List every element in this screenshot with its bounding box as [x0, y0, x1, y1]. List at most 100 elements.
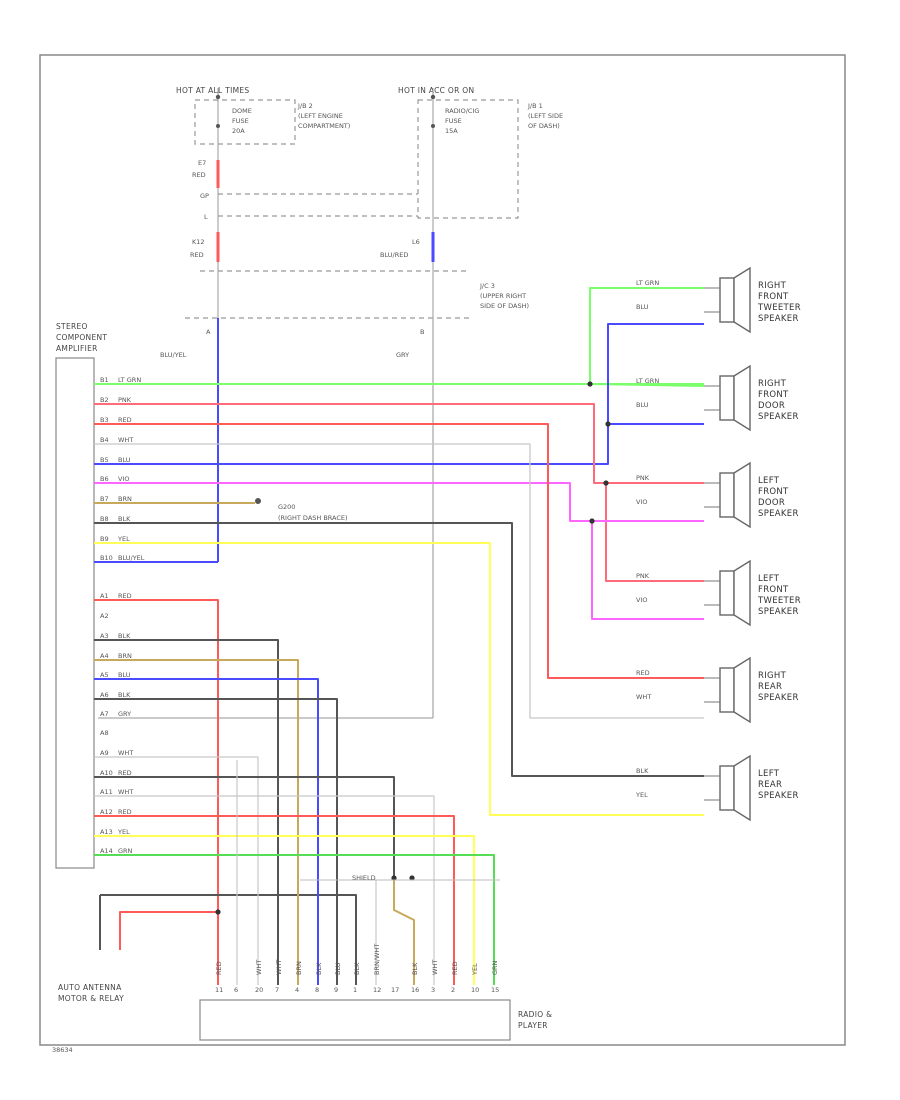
wire-a4-brn [94, 659, 299, 985]
l6-blu-red-label: L6 BLU/RED [380, 238, 420, 259]
amp-pin-b8: B8 [100, 515, 109, 523]
wire-a3-blk [94, 639, 279, 985]
svg-text:AUTO ANTENNA: AUTO ANTENNA [58, 983, 122, 992]
radio-player-box [199, 999, 511, 1041]
speaker-name-line: DOOR [758, 401, 785, 411]
wire-shield-brn [393, 880, 415, 985]
speaker-name-line: SPEAKER [758, 693, 799, 703]
amp-wire-b1: LT GRN [118, 376, 141, 384]
radio-pin-number: 12 [373, 986, 381, 994]
radio-wire-label: BLK [353, 962, 361, 975]
amp-wire-a3: BLK [118, 632, 131, 640]
speaker-cone [733, 559, 751, 627]
svg-text:COMPARTMENT): COMPARTMENT) [298, 122, 350, 130]
antenna-label: AUTO ANTENNA MOTOR & RELAY [58, 983, 124, 1003]
conn-b: B [420, 328, 424, 336]
wire-a9-wht [94, 756, 259, 985]
left-supply-dot [215, 94, 221, 100]
amp-pin-a13: A13 [100, 828, 113, 836]
svg-text:L6: L6 [412, 238, 420, 246]
wire-a11-wht [94, 795, 435, 985]
wire-b8-blk [94, 522, 704, 777]
svg-text:J/C 3: J/C 3 [479, 282, 495, 290]
splice-shield-2 [409, 875, 415, 881]
radio-wire-label: GRN [491, 960, 499, 975]
radio-pin-number: 20 [255, 986, 263, 994]
speaker-name-line: RIGHT [758, 671, 787, 681]
speaker-wire-bottom: BLU [636, 303, 649, 311]
amp-pin-b3: B3 [100, 416, 109, 424]
amp-wire-b9: YEL [117, 535, 130, 543]
amp-pin-a14: A14 [100, 847, 113, 855]
radio-wire-label: BRN [295, 961, 303, 975]
radio-pin-number: 4 [295, 986, 299, 994]
amp-wire-a12: RED [118, 808, 132, 816]
splice-pnk [603, 480, 609, 486]
radio-pin-number: 11 [215, 986, 223, 994]
svg-text:DOME: DOME [232, 107, 252, 115]
right-supply-dot [430, 94, 436, 100]
amp-wire-a5: BLU [118, 671, 131, 679]
amp-wire-b3: RED [118, 416, 132, 424]
speaker-cone [733, 754, 751, 822]
svg-text:FUSE: FUSE [445, 117, 462, 125]
amp-pin-b7: B7 [100, 495, 109, 503]
pin-l: L [204, 213, 208, 221]
radio-label: RADIO & PLAYER [518, 1010, 552, 1030]
svg-text:BLU/RED: BLU/RED [380, 251, 408, 259]
amp-wire-b10: BLU/YEL [118, 554, 145, 562]
amp-wire-a6: BLK [118, 691, 131, 699]
radio-pin-number: 15 [491, 986, 499, 994]
jb2-label: J/B 2 (LEFT ENGINE COMPARTMENT) [297, 102, 350, 130]
speaker-magnet [719, 667, 735, 713]
splice-lt-grn [587, 381, 593, 387]
amp-pin-a7: A7 [100, 710, 109, 718]
speaker-wire-top: PNK [636, 474, 650, 482]
splice-a1-red [215, 909, 221, 915]
speaker-wire-bottom: WHT [636, 693, 651, 701]
amp-pin-a6: A6 [100, 691, 109, 699]
wire-b2-pnk [94, 403, 704, 484]
wire-b5-blu [94, 323, 704, 465]
svg-text:MOTOR & RELAY: MOTOR & RELAY [58, 994, 124, 1003]
wire-b3-red [94, 423, 704, 679]
radio-wire-label: YEL [471, 963, 479, 976]
radio-pin-number: 17 [391, 986, 399, 994]
amp-wire-a10: RED [118, 769, 132, 777]
amplifier-title: STEREO COMPONENT AMPLIFIER [56, 322, 107, 353]
ground-label: G200 (RIGHT DASH BRACE) [278, 503, 348, 522]
splice-vio [589, 518, 595, 524]
amp-pin-b5: B5 [100, 456, 109, 464]
svg-text:RED: RED [192, 171, 206, 179]
wire-pnk-tweeter [605, 483, 704, 582]
splice-shield [391, 875, 397, 881]
speaker-name-line: RIGHT [758, 379, 787, 389]
svg-text:RED: RED [190, 251, 204, 259]
svg-text:15A: 15A [445, 127, 458, 135]
amp-pin-a5: A5 [100, 671, 109, 679]
svg-text:SIDE OF DASH): SIDE OF DASH) [480, 302, 529, 310]
jc3-label: J/C 3 (UPPER RIGHT SIDE OF DASH) [479, 282, 529, 310]
conn-a: A [206, 328, 211, 336]
wire-a6-blk [94, 698, 338, 985]
diagram-border [39, 54, 846, 1046]
speaker-name-line: SPEAKER [758, 607, 799, 617]
wires-layer [94, 287, 705, 985]
speaker-name-line: DOOR [758, 498, 785, 508]
speaker-magnet [719, 570, 735, 616]
radio-pin-number: 3 [431, 986, 435, 994]
amp-pin-a9: A9 [100, 749, 109, 757]
right-fuse-dot [431, 124, 435, 128]
svg-text:RADIO/CIG: RADIO/CIG [445, 107, 479, 115]
radio-pin-number: 9 [334, 986, 338, 994]
svg-text:RADIO &: RADIO & [518, 1010, 552, 1019]
splice-blu [605, 421, 611, 427]
shield-label: SHIELD [352, 874, 376, 882]
svg-text:K12: K12 [192, 238, 205, 246]
wire-antenna-ground [100, 894, 357, 985]
amp-pin-a1: A1 [100, 592, 109, 600]
k12-red-label: K12 RED [190, 238, 205, 259]
speaker-name-line: SPEAKER [758, 412, 799, 422]
amp-wire-a4: BRN [118, 652, 132, 660]
